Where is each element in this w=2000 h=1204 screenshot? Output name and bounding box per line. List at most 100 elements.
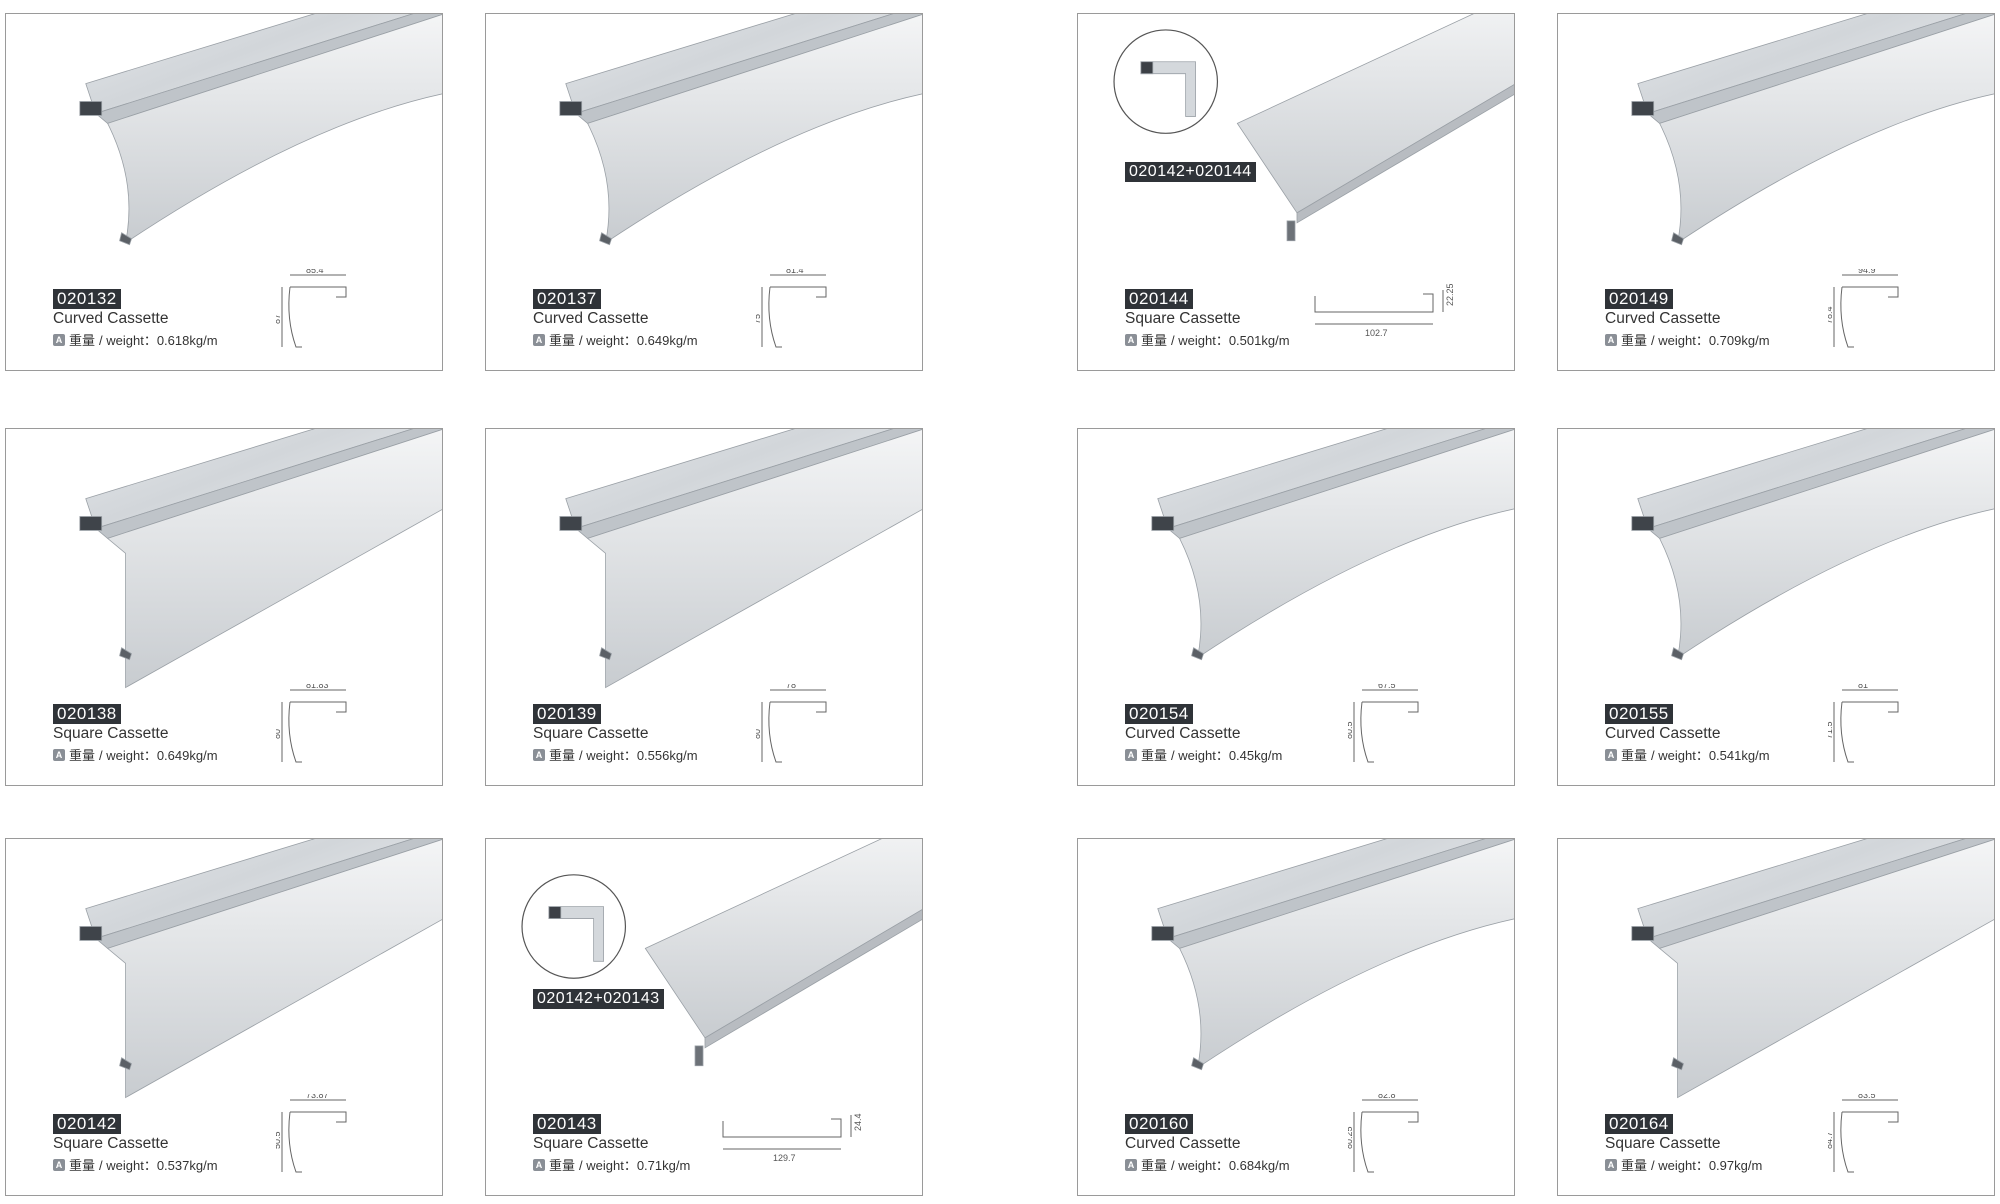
dimension-width-label: 129.7 xyxy=(773,1153,796,1163)
product-type: Curved Cassette xyxy=(53,310,169,327)
section-drawing: 81.4 75 xyxy=(756,269,827,348)
combo-code-label: 020142+020144 xyxy=(1125,162,1256,182)
weight-icon: A xyxy=(1125,748,1137,761)
product-code: 020149 xyxy=(1605,289,1673,309)
weight-prefix: 重量 xyxy=(1621,1158,1648,1173)
product-type: Square Cassette xyxy=(533,1135,649,1152)
product-type: Curved Cassette xyxy=(1605,310,1721,327)
section-drawing: 78 80 xyxy=(756,684,827,763)
weight-icon: A xyxy=(53,748,65,761)
section-drawing: 67.580.5 xyxy=(1348,684,1419,763)
weight-value: / weight：0.45kg/m xyxy=(1171,748,1283,763)
weight-value: / weight：0.649kg/m xyxy=(99,748,218,763)
weight-icon: A xyxy=(1605,1158,1617,1171)
dimension-width-label: 78 xyxy=(786,684,796,690)
profile-render-image xyxy=(79,429,442,689)
dimension-height-label: 80 xyxy=(756,729,762,739)
weight-icon: A xyxy=(533,333,545,346)
product-type: Curved Cassette xyxy=(1125,1135,1241,1152)
product-code: 020144 xyxy=(1125,289,1193,309)
dimension-height-label: 71.5 xyxy=(1828,721,1834,739)
dimension-width-label: 83.5 xyxy=(1858,1094,1876,1100)
weight-icon: A xyxy=(53,1158,65,1171)
profile-render-image xyxy=(559,429,922,689)
product-type: Square Cassette xyxy=(53,725,169,742)
profile-render-image xyxy=(1631,14,1994,246)
section-drawing: 102.722.25 xyxy=(1314,284,1455,338)
weight-icon: A xyxy=(533,1158,545,1171)
dimension-height-label: 78.4 xyxy=(1828,306,1834,324)
product-code: 020139 xyxy=(533,704,601,724)
weight-icon: A xyxy=(1605,333,1617,346)
combo-code-label: 020142+020143 xyxy=(533,989,664,1009)
dimension-height-label: 87 xyxy=(276,314,282,324)
dimension-height-label: 50.5 xyxy=(276,1131,282,1149)
weight-icon: A xyxy=(1125,333,1137,346)
weight-prefix: 重量 xyxy=(1141,1158,1168,1173)
weight-value: / weight：0.541kg/m xyxy=(1651,748,1770,763)
dimension-height-label: 22.25 xyxy=(1445,284,1455,306)
dimension-width-label: 81.4 xyxy=(786,269,804,275)
section-drawing: 94.978.4 xyxy=(1828,269,1899,348)
dimension-width-label: 82.8 xyxy=(1378,1094,1396,1100)
weight-prefix: 重量 xyxy=(1141,333,1168,348)
product-code: 020137 xyxy=(533,289,601,309)
weight-icon: A xyxy=(1125,1158,1137,1171)
section-drawing: 82.880.25 xyxy=(1348,1094,1419,1173)
weight-prefix: 重量 xyxy=(549,1158,576,1173)
section-drawing: 129.724.4 xyxy=(722,1113,863,1163)
product-code: 020155 xyxy=(1605,704,1673,724)
weight-value: / weight：0.556kg/m xyxy=(579,748,698,763)
weight-value: / weight：0.649kg/m xyxy=(579,333,698,348)
profile-render-image xyxy=(1631,429,1994,661)
weight-value: / weight：0.71kg/m xyxy=(579,1158,691,1173)
weight-line: A 重量/ weight：0.709kg/m xyxy=(1605,330,1770,349)
weight-value: / weight：0.97kg/m xyxy=(1651,1158,1763,1173)
section-drawing: 73.87 50.5 xyxy=(276,1094,347,1173)
dimension-width-label: 73.87 xyxy=(306,1094,329,1100)
weight-icon: A xyxy=(533,748,545,761)
dimension-height-label: 75 xyxy=(756,314,762,324)
product-code: 020164 xyxy=(1605,1114,1673,1134)
weight-prefix: 重量 xyxy=(1621,333,1648,348)
weight-prefix: 重量 xyxy=(1621,748,1648,763)
dimension-height-label: 84.7 xyxy=(1828,1131,1834,1149)
product-code: 020132 xyxy=(53,289,121,309)
section-drawing: 85.487 xyxy=(276,269,347,348)
weight-prefix: 重量 xyxy=(69,333,96,348)
dimension-height-label: 80.5 xyxy=(1348,721,1354,739)
profile-render-image xyxy=(79,839,442,1099)
profile-render-image xyxy=(1631,839,1994,1099)
weight-prefix: 重量 xyxy=(69,1158,96,1173)
product-type: Curved Cassette xyxy=(533,310,649,327)
product-type: Curved Cassette xyxy=(1605,725,1721,742)
product-code: 020154 xyxy=(1125,704,1193,724)
dimension-width-label: 81 xyxy=(1858,684,1868,690)
profile-render-image xyxy=(1151,429,1514,661)
weight-line: A 重量/ weight：0.71kg/m xyxy=(533,1155,690,1174)
section-drawing: 81 71.5 xyxy=(1828,684,1899,763)
product-code: 020160 xyxy=(1125,1114,1193,1134)
weight-value: / weight：0.709kg/m xyxy=(1651,333,1770,348)
product-type: Square Cassette xyxy=(533,725,649,742)
profile-render-image xyxy=(521,839,922,1067)
product-code: 020142 xyxy=(53,1114,121,1134)
